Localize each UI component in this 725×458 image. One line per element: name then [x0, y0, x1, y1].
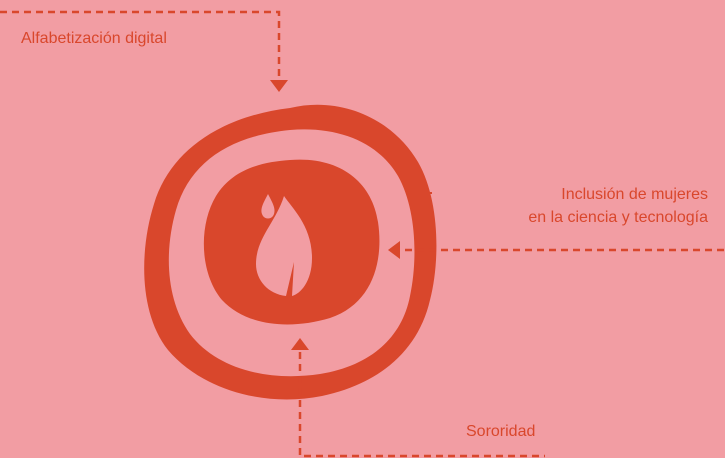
connector-right: [388, 241, 725, 259]
arrow-down-icon: [270, 80, 288, 92]
label-inclusion-mujeres: Inclusión de mujeres en la ciencia y tec…: [528, 183, 708, 229]
label-alfabetizacion-digital: Alfabetización digital: [21, 30, 167, 47]
connector-bottom-line: [298, 352, 545, 458]
label-inclusion-line1: Inclusión de mujeres: [561, 186, 708, 203]
label-sororidad: Sororidad: [466, 423, 536, 440]
connector-bottom: [291, 338, 545, 458]
label-inclusion-line2: en la ciencia y tecnología: [528, 209, 708, 226]
connector-top: [0, 10, 288, 92]
connector-top-line: [0, 10, 281, 82]
arrow-left-icon: [388, 241, 400, 259]
flame-icon: [256, 194, 312, 296]
arrow-up-icon: [291, 338, 309, 350]
